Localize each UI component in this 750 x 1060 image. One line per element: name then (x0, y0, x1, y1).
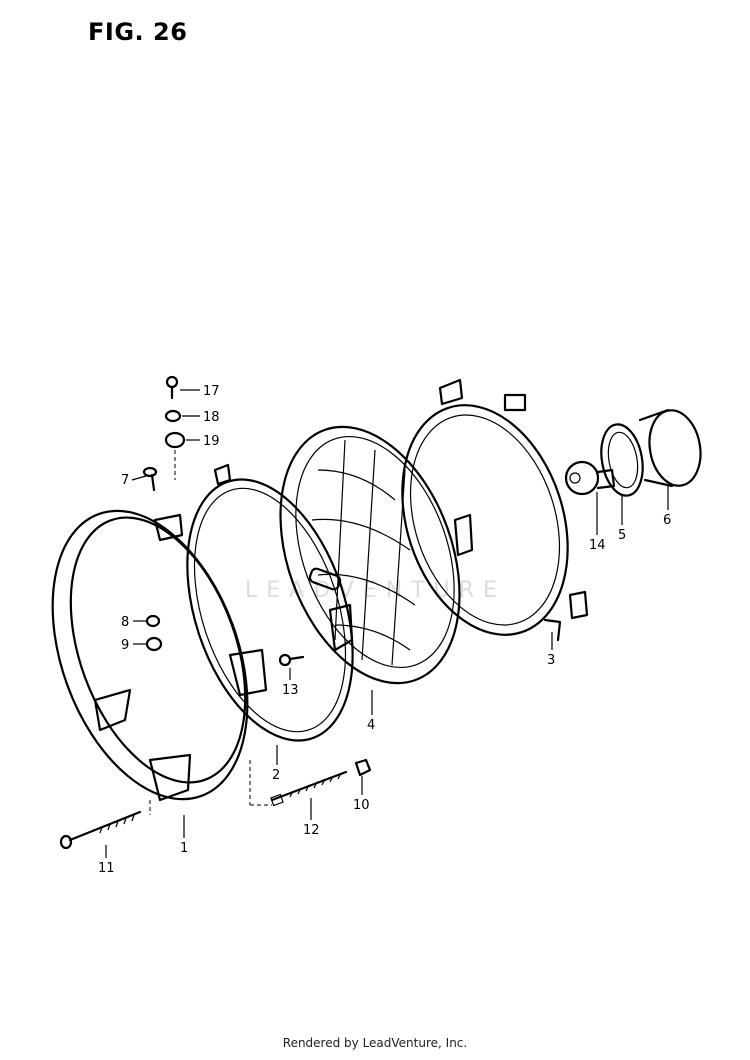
part-2-retaining-ring[interactable] (157, 458, 383, 761)
part-8-washer[interactable] (145, 614, 161, 628)
callout-5: 5 (618, 528, 626, 543)
part-4-sealed-beam-unit[interactable] (247, 402, 492, 708)
part-3-headlight-housing[interactable] (374, 378, 595, 656)
footer-credit: Rendered by LeadVenture, Inc. (282, 1036, 468, 1050)
callout-7: 7 (121, 473, 129, 488)
callout-8: 8 (121, 615, 129, 630)
callout-4: 4 (367, 718, 375, 733)
callout-12: 12 (303, 823, 320, 838)
part-13-screw[interactable] (278, 653, 305, 667)
part-18-washer[interactable] (164, 409, 182, 423)
part-10-nut[interactable] (354, 758, 372, 777)
part-19-nut[interactable] (164, 431, 186, 449)
callout-11: 11 (98, 861, 115, 876)
part-7-screw[interactable] (142, 466, 158, 492)
part-11-bolt[interactable] (59, 810, 142, 850)
part-17-screw[interactable] (165, 375, 179, 400)
part-12-adjusting-screw[interactable] (270, 770, 348, 807)
callout-19: 19 (203, 434, 220, 449)
part-9-nut[interactable] (145, 636, 163, 652)
part-6-socket-cover[interactable] (638, 406, 706, 490)
callout-6: 6 (663, 513, 671, 528)
figure-title: FIG. 26 (88, 18, 188, 46)
callout-3: 3 (547, 653, 555, 668)
callout-18: 18 (203, 410, 220, 425)
part-1-headlight-rim[interactable] (16, 484, 284, 826)
callout-14: 14 (589, 538, 606, 553)
part-5-bulb-ring[interactable] (596, 421, 648, 499)
callout-10: 10 (353, 798, 370, 813)
callout-9: 9 (121, 638, 129, 653)
callout-17: 17 (203, 384, 220, 399)
callout-13: 13 (282, 683, 299, 698)
leader-lines (105, 389, 669, 858)
callout-2: 2 (272, 768, 280, 783)
callout-1: 1 (180, 841, 188, 856)
